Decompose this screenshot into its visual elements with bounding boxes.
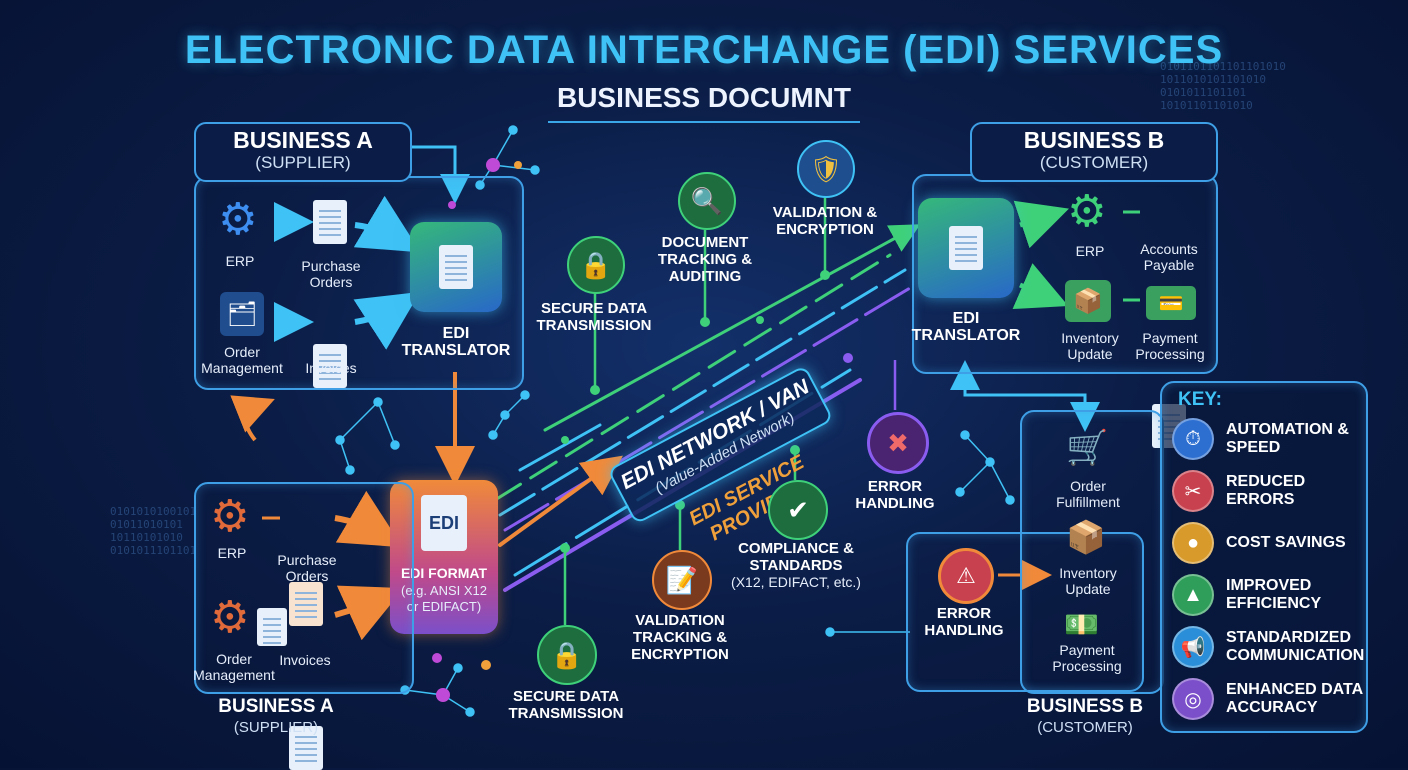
payment-card-icon: 💳 — [1146, 286, 1196, 320]
validation-shield-icon: 🛡 — [797, 140, 855, 198]
key-title: KEY: — [1178, 389, 1222, 410]
erp-bottom-gear-icon: ⚙ — [210, 492, 250, 541]
purchase-orders-bottom-label: Purchase Orders — [277, 552, 337, 584]
inventory-bottom-label: Inventory Update — [1059, 565, 1117, 597]
secure-lock-bottom-icon: 🔒 — [537, 625, 597, 685]
business-b-top-name: BUSINESS B — [1023, 127, 1165, 153]
edi-translator-right-label: EDI TRANSLATOR — [911, 310, 1021, 344]
edi-format-doc: EDI — [421, 495, 467, 551]
key-item-icon: ▲ — [1172, 574, 1214, 616]
inventory-box-icon: 📦 — [1065, 280, 1111, 322]
key-item: 📢 STANDARDIZED COMMUNICATION — [1172, 621, 1366, 673]
key-item: ▲ IMPROVED EFFICIENCY — [1172, 569, 1366, 621]
order-management-bottom-gear-icon: ⚙ — [210, 593, 250, 642]
validation-bottom-label: VALIDATION TRACKING & ENCRYPTION — [631, 612, 729, 663]
erp-gear-icon: ⚙ — [218, 195, 258, 244]
key-list: ⏱ AUTOMATION & SPEED ✂ REDUCED ERRORS ● COST … — [1172, 413, 1366, 725]
order-management-bottom-label: Order Management — [193, 651, 275, 683]
secure-lock-top-icon: 🔒 — [567, 236, 625, 294]
error-handling-b-label: ERROR HANDLING — [924, 605, 1004, 639]
subtitle-underline — [548, 121, 860, 123]
business-a-bottom-role: (SUPPLIER) — [233, 719, 319, 736]
payment-b-label: Payment Processing — [1135, 330, 1205, 362]
invoices-label: Invoices — [305, 360, 357, 376]
business-a-top-header: BUSINESS A (SUPPLIER) — [194, 122, 412, 182]
key-item-label: STANDARDIZED COMMUNICATION — [1226, 629, 1365, 664]
compliance-label: COMPLIANCE & STANDARDS — [738, 540, 854, 574]
key-item-label: COST SAVINGS — [1226, 534, 1346, 551]
business-b-top-header: BUSINESS B (CUSTOMER) — [970, 122, 1218, 182]
edi-format-detail: (e.g. ANSI X12 or EDIFACT) — [401, 583, 487, 614]
erp-label: ERP — [225, 253, 255, 269]
secure-bottom-label: SECURE DATA TRANSMISSION — [508, 688, 624, 722]
key-item-label: IMPROVED EFFICIENCY — [1226, 577, 1322, 612]
translator-right-doc-icon — [949, 226, 983, 270]
purchase-orders-bottom-doc-icon — [289, 582, 323, 626]
business-a-bottom-name: BUSINESS A — [218, 696, 334, 717]
key-item: ● COST SAVINGS — [1172, 517, 1366, 569]
edi-format-label: EDI FORMAT — [400, 565, 488, 581]
erp-bottom-label: ERP — [217, 545, 247, 561]
key-item-icon: 📢 — [1172, 626, 1214, 668]
invoices-bottom-doc-icon — [289, 726, 323, 770]
business-a-bottom-panel — [194, 482, 414, 694]
key-item-icon: ● — [1172, 522, 1214, 564]
inventory-bottom-box-icon: 📦 — [1066, 519, 1106, 555]
key-item-icon: ◎ — [1172, 678, 1214, 720]
business-b-bottom-name: BUSINESS B — [1026, 696, 1144, 717]
key-item: ⏱ AUTOMATION & SPEED — [1172, 413, 1366, 465]
purchase-orders-label: Purchase Orders — [301, 258, 361, 290]
accounts-payable-label: Accounts Payable — [1140, 241, 1198, 273]
doc-tracking-label: DOCUMENT TRACKING & AUDITING — [657, 234, 753, 285]
business-b-top-role: (CUSTOMER) — [1039, 153, 1149, 172]
order-fulfillment-label: Order Fulfillment — [1056, 478, 1120, 510]
compliance-shield-icon: ✔ — [768, 480, 828, 540]
validation-bottom-icon: 📝 — [652, 550, 712, 610]
edi-translator-right-icon[interactable] — [918, 198, 1014, 298]
business-b-bottom-outer-panel — [906, 532, 1144, 692]
invoices-doc-icon — [313, 344, 347, 388]
purchase-orders-doc-icon — [313, 200, 347, 244]
erp-b-label: ERP — [1075, 243, 1105, 259]
cycle-doc-icon — [257, 608, 287, 646]
order-management-label: Order Management — [201, 344, 283, 376]
invoices-bottom-label: Invoices — [279, 652, 331, 668]
document-tracking-icon: 🔍 — [678, 172, 736, 230]
edi-translator-left-icon[interactable] — [410, 222, 502, 312]
validation-top-label: VALIDATION & ENCRYPTION — [772, 204, 878, 238]
key-panel: KEY: ⏱ AUTOMATION & SPEED ✂ REDUCED ERRORS ●… — [1160, 381, 1368, 733]
page-subtitle: BUSINESS DOCUMNT — [556, 82, 851, 113]
key-item-label: ENHANCED DATA ACCURACY — [1226, 681, 1363, 716]
edi-translator-left-label: EDI TRANSLATOR — [401, 325, 511, 359]
key-item: ✂ REDUCED ERRORS — [1172, 465, 1366, 517]
key-item: ◎ ENHANCED DATA ACCURACY — [1172, 673, 1366, 725]
order-management-icon: 🗂 — [220, 292, 264, 336]
key-item-icon: ⏱ — [1172, 418, 1214, 460]
business-a-top-name: BUSINESS A — [233, 127, 373, 153]
cart-icon: 🛒 — [1066, 429, 1109, 467]
payment-bottom-icon: 💵 — [1064, 609, 1099, 640]
compliance-detail: (X12, EDIFACT, etc.) — [731, 574, 861, 590]
inventory-b-label: Inventory Update — [1061, 330, 1119, 362]
key-item-label: AUTOMATION & SPEED — [1226, 421, 1349, 456]
erp-b-gear-icon: ⚙ — [1067, 187, 1107, 236]
business-b-bottom-role: (CUSTOMER) — [1037, 719, 1133, 736]
error-handling-icon: ✖ — [867, 412, 929, 474]
key-item-icon: ✂ — [1172, 470, 1214, 512]
translator-doc-icon — [439, 245, 473, 289]
secure-top-label: SECURE DATA TRANSMISSION — [536, 300, 652, 334]
business-a-top-role: (SUPPLIER) — [255, 153, 351, 172]
key-item-label: REDUCED ERRORS — [1226, 473, 1306, 508]
payment-bottom-label: Payment Processing — [1052, 642, 1122, 674]
error-handling-label: ERROR HANDLING — [855, 478, 935, 512]
error-handling-b-icon: ⚠ — [938, 548, 994, 604]
page-title: ELECTRONIC DATA INTERCHANGE (EDI) SERVIC… — [184, 28, 1224, 72]
